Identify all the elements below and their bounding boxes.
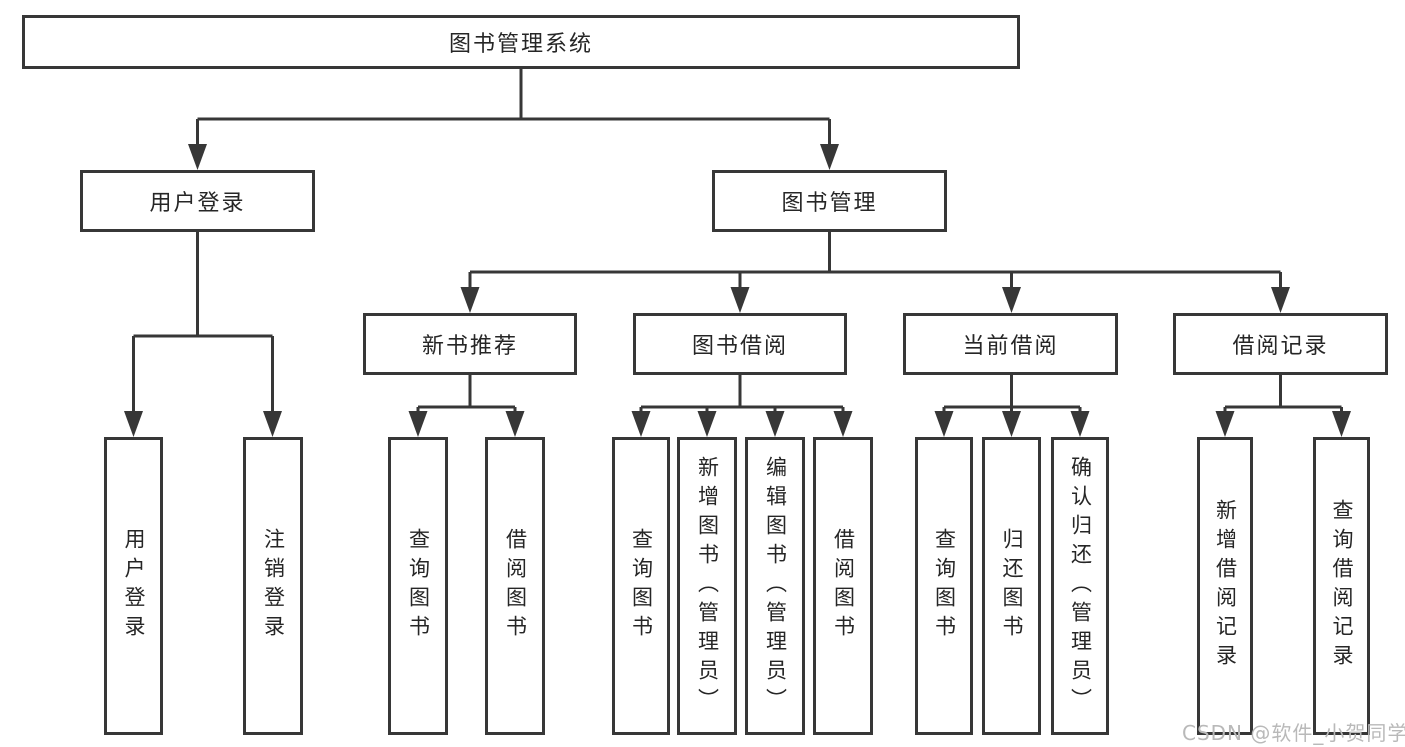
leaf-recommend-query-books-label: 查询图书 (406, 528, 431, 644)
leaf-current-query-books-label: 查询图书 (932, 528, 957, 644)
leaf-records-query-record-label: 查询借阅记录 (1330, 499, 1354, 673)
leaf-recommend-borrow-books-label: 借阅图书 (503, 528, 528, 644)
leaf-current-confirm-return-admin-label: 确认归还（管理员） (1068, 455, 1093, 717)
leaf-records-add-record: 新增借阅记录 (1197, 437, 1253, 735)
node-root: 图书管理系统 (22, 15, 1020, 69)
leaf-borrowing-edit-book-admin: 编辑图书（管理员） (745, 437, 805, 735)
leaf-user-login-label: 用户登录 (122, 528, 146, 644)
leaf-logout: 注销登录 (243, 437, 303, 735)
node-new-book-recommendation-label: 新书推荐 (421, 334, 518, 359)
node-user-login: 用户登录 (80, 170, 315, 232)
leaf-records-query-record: 查询借阅记录 (1313, 437, 1370, 735)
leaf-borrowing-query-books-label: 查询图书 (629, 528, 654, 644)
leaf-current-confirm-return-admin: 确认归还（管理员） (1051, 437, 1109, 735)
node-current-borrowing: 当前借阅 (903, 313, 1118, 375)
leaf-borrowing-edit-book-admin-label: 编辑图书（管理员） (763, 455, 788, 717)
node-borrowing-records: 借阅记录 (1173, 313, 1388, 375)
node-book-management-label: 图书管理 (781, 191, 878, 216)
leaf-logout-label: 注销登录 (261, 528, 286, 644)
node-book-management: 图书管理 (712, 170, 947, 232)
leaf-borrowing-add-book-admin: 新增图书（管理员） (677, 437, 737, 735)
leaf-recommend-borrow-books: 借阅图书 (485, 437, 545, 735)
leaf-borrowing-query-books: 查询图书 (612, 437, 670, 735)
node-root-label: 图书管理系统 (448, 32, 593, 57)
leaf-current-query-books: 查询图书 (915, 437, 973, 735)
leaf-borrowing-borrow-books: 借阅图书 (813, 437, 873, 735)
leaf-recommend-query-books: 查询图书 (388, 437, 448, 735)
node-user-login-label: 用户登录 (149, 191, 246, 216)
node-book-borrowing-label: 图书借阅 (691, 334, 788, 359)
leaf-current-return-books: 归还图书 (982, 437, 1041, 735)
leaf-borrowing-add-book-admin-label: 新增图书（管理员） (695, 455, 720, 717)
leaf-borrowing-borrow-books-label: 借阅图书 (831, 528, 856, 644)
node-book-borrowing: 图书借阅 (633, 313, 847, 375)
leaf-current-return-books-label: 归还图书 (1000, 528, 1024, 644)
node-borrowing-records-label: 借阅记录 (1232, 334, 1329, 359)
node-current-borrowing-label: 当前借阅 (962, 334, 1059, 359)
leaf-records-add-record-label: 新增借阅记录 (1213, 499, 1238, 673)
node-new-book-recommendation: 新书推荐 (363, 313, 577, 375)
watermark: CSDN @软件_小贺同学 (1182, 721, 1405, 745)
leaf-user-login: 用户登录 (104, 437, 163, 735)
